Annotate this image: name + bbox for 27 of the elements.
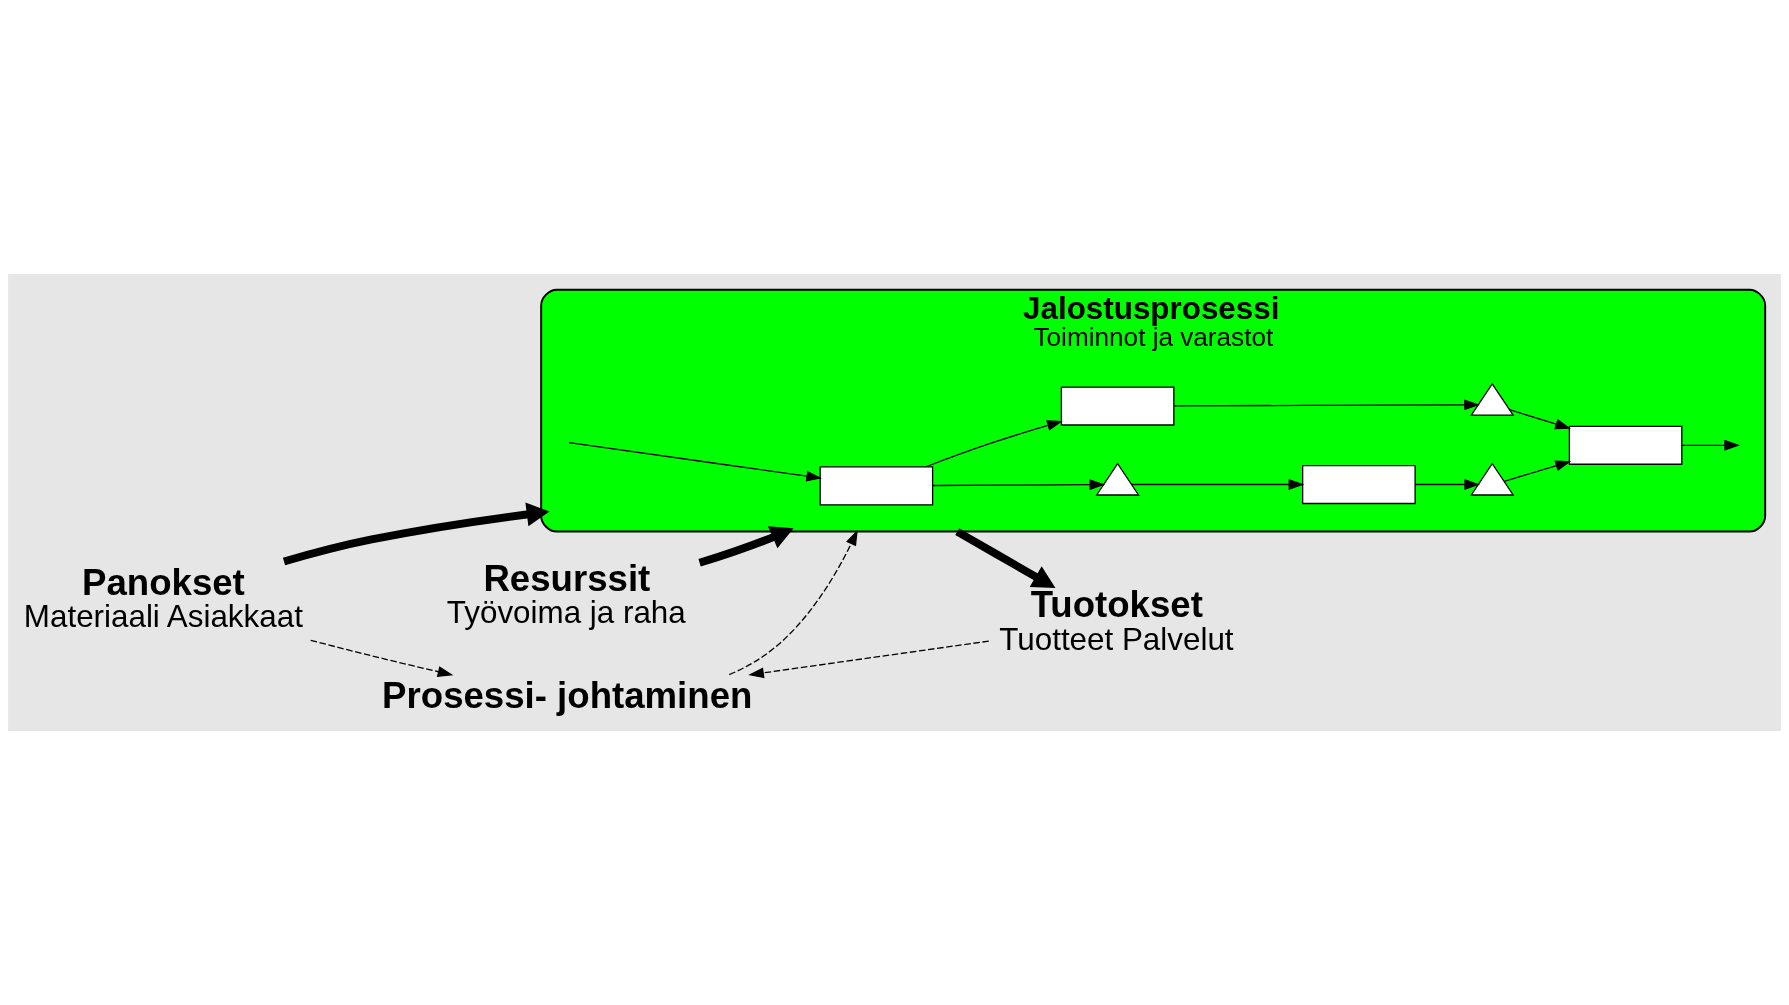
arrow (1503, 460, 1572, 482)
arrow (568, 442, 823, 482)
node-text: Panokset Materiaali Asiakkaat (23, 561, 303, 635)
arrow (925, 420, 1063, 468)
arrow (932, 479, 1106, 491)
arrow (1414, 479, 1481, 491)
arrow (698, 526, 794, 567)
arrow (282, 502, 550, 566)
node-text: Tuotokset Tuotteet Palvelut (999, 584, 1234, 657)
node-triangle (1095, 462, 1140, 496)
arrow (1681, 439, 1740, 451)
arrow (748, 640, 990, 679)
cluster: Jalostusprosessi Toiminnot ja varastot (540, 288, 1767, 533)
node-box (1302, 464, 1416, 505)
node-text: Resurssit Työvoima ja raha (446, 557, 686, 631)
arrow (955, 528, 1056, 589)
node-box (819, 466, 934, 506)
node-box (1060, 386, 1175, 426)
arrow (310, 639, 454, 678)
arrow (1508, 409, 1571, 430)
arrow (1173, 399, 1480, 411)
node-box (1568, 425, 1683, 465)
node-triangle (1470, 462, 1515, 496)
node-triangle (1470, 382, 1515, 416)
arrow (728, 529, 858, 676)
node-text: Prosessi- johtaminen (382, 674, 753, 716)
arrow (1131, 479, 1305, 491)
